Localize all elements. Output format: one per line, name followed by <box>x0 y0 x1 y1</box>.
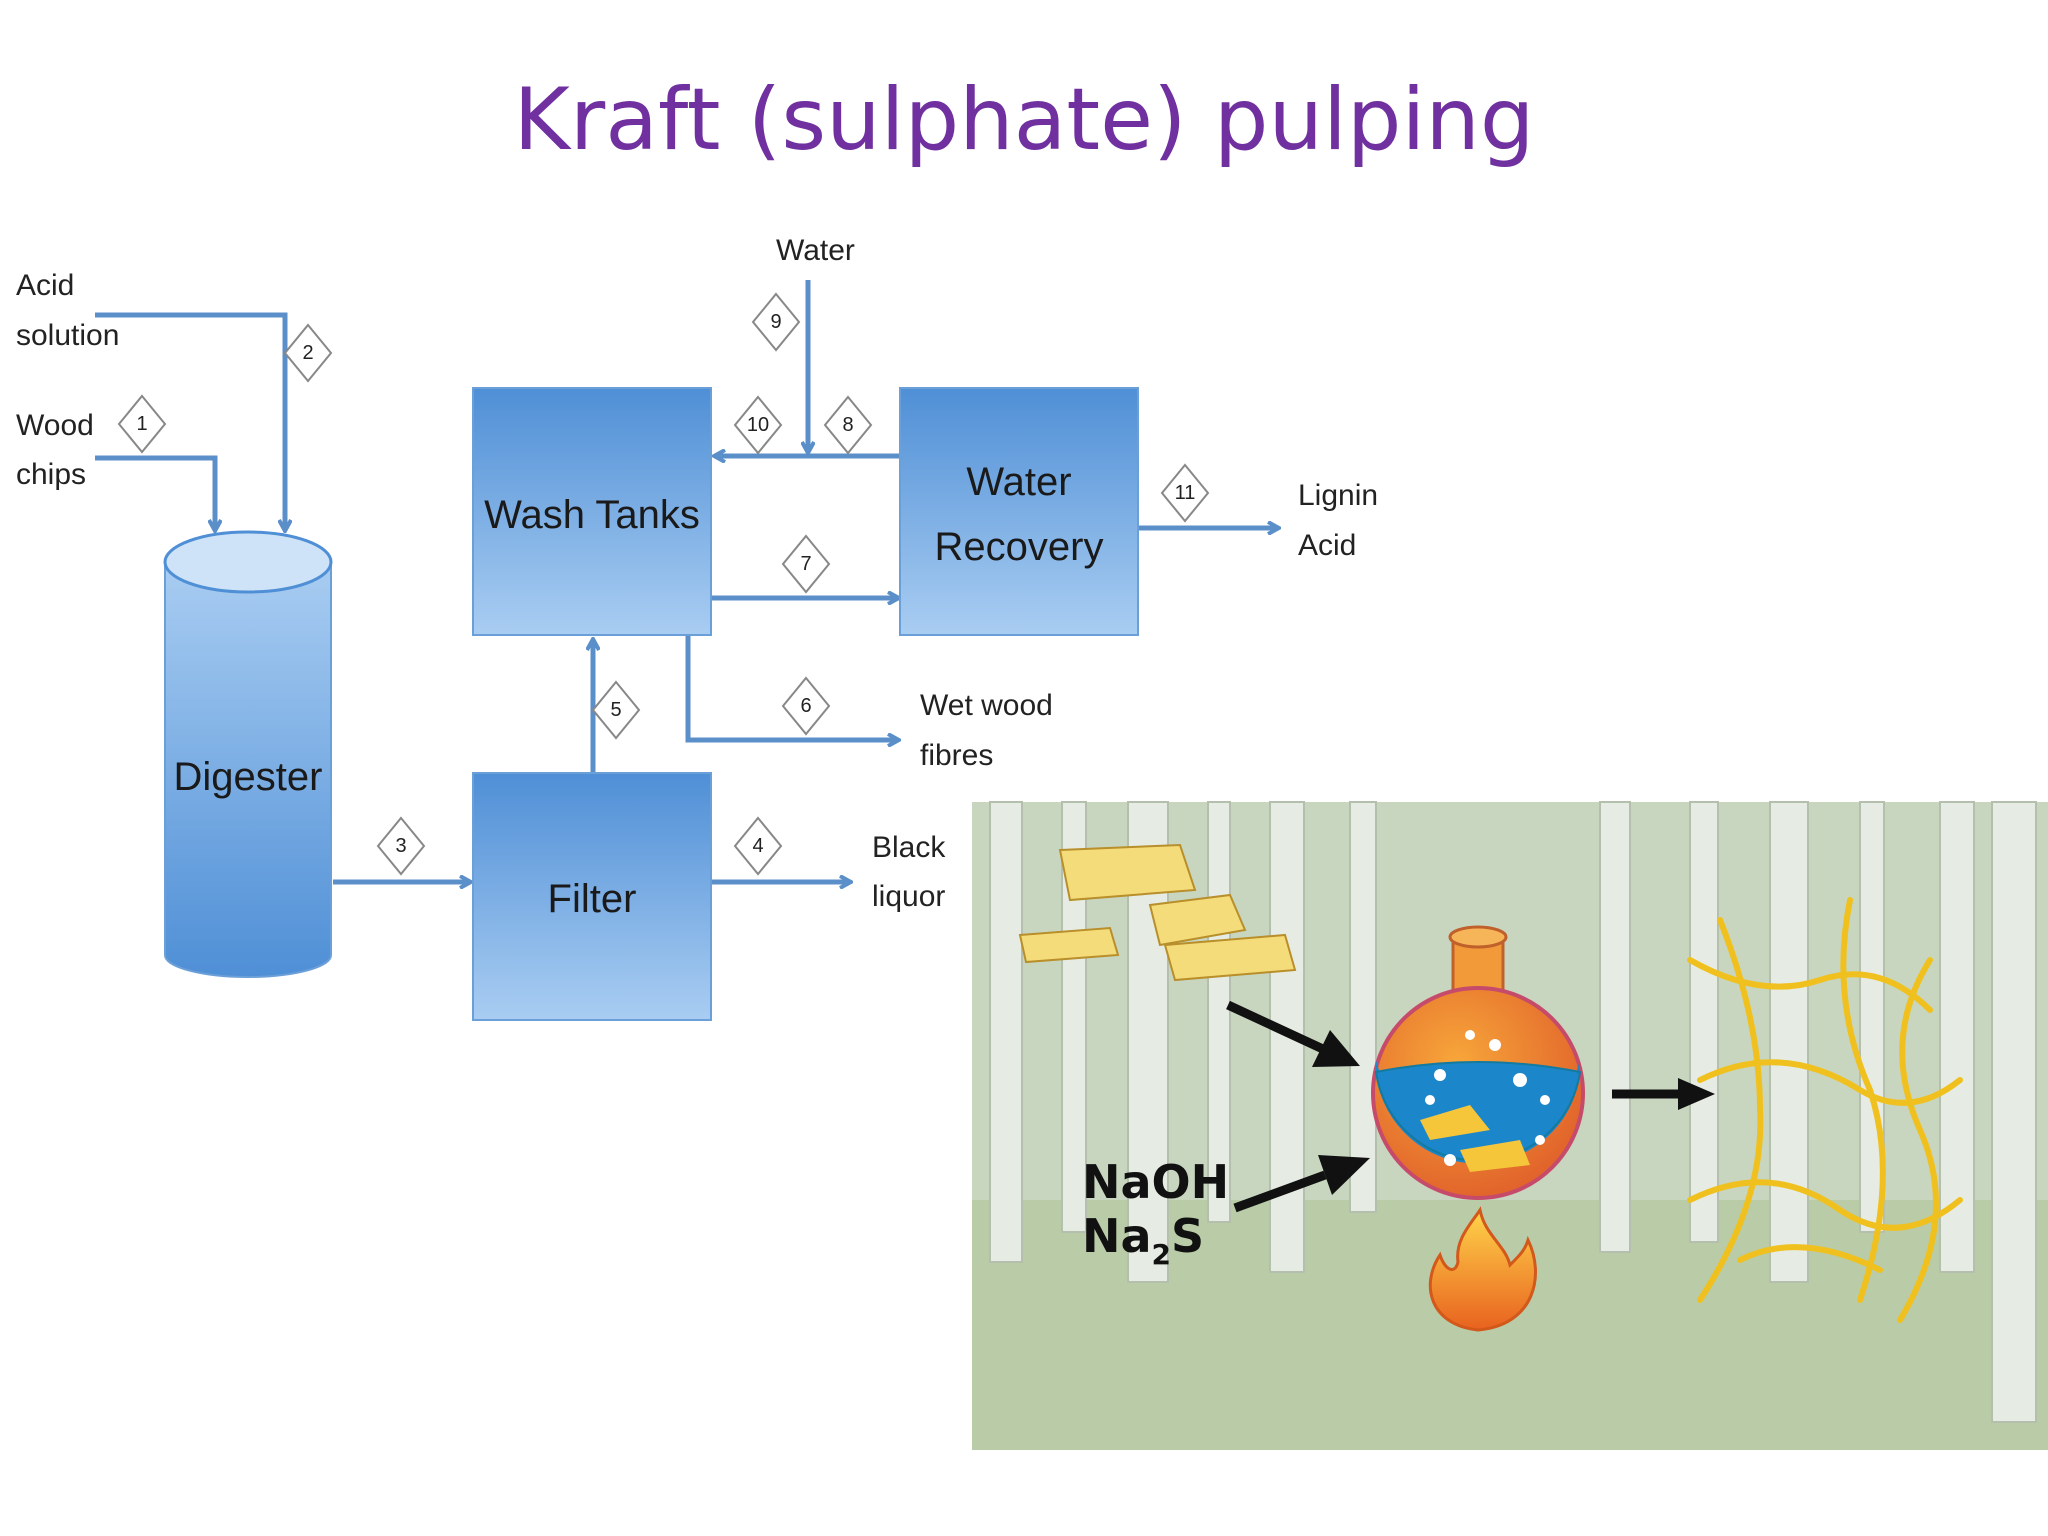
acid-solution-label-2: solution <box>16 319 119 352</box>
svg-text:8: 8 <box>842 414 853 436</box>
wood-chips-icon <box>1018 843 1297 982</box>
digester-label: Digester <box>174 755 323 799</box>
naoh-label: NaOH <box>1082 1155 1229 1209</box>
water-recovery-label-1: Water <box>966 460 1071 504</box>
wood-chips-label-1: Wood <box>16 409 94 442</box>
filter-label: Filter <box>548 877 637 921</box>
svg-text:7: 7 <box>800 553 811 575</box>
wash-tanks-box: Wash Tanks <box>472 387 712 636</box>
black-arrows <box>1226 1000 1715 1213</box>
stream-marker-1: 1 <box>117 394 167 454</box>
svg-text:2: 2 <box>302 342 313 364</box>
svg-text:10: 10 <box>747 414 769 436</box>
black-liquor-label-2: liquor <box>872 880 945 913</box>
svg-text:6: 6 <box>800 695 811 717</box>
stream-marker-9: 9 <box>751 292 801 352</box>
stream-1-line <box>95 455 215 530</box>
flow-lines <box>95 280 1278 882</box>
stream-marker-3: 3 <box>376 816 426 876</box>
stream-marker-11: 11 <box>1160 463 1210 523</box>
water-input-label: Water <box>776 234 855 267</box>
svg-text:4: 4 <box>752 835 763 857</box>
stream-6-line <box>685 636 898 740</box>
stream-2-line <box>95 312 285 530</box>
stream-marker-4: 4 <box>733 816 783 876</box>
wood-chips-label-2: chips <box>16 458 86 491</box>
stream-marker-2: 2 <box>283 323 333 383</box>
lignin-label-2: Acid <box>1298 529 1356 562</box>
kraft-process-illustration: NaOH Na2S <box>972 801 2048 1450</box>
svg-text:1: 1 <box>136 413 147 435</box>
svg-text:5: 5 <box>610 699 621 721</box>
acid-solution-label-1: Acid <box>16 269 74 302</box>
black-liquor-label-1: Black <box>872 831 946 864</box>
stream-markers: 1 2 3 4 5 6 7 8 <box>117 292 1210 876</box>
na2s-label: Na2S <box>1082 1209 1204 1271</box>
digester-tank: Digester <box>163 530 333 978</box>
wet-wood-fibres-label-2: fibres <box>920 739 993 772</box>
wash-tanks-label: Wash Tanks <box>484 493 700 537</box>
lignin-label-1: Lignin <box>1298 479 1378 512</box>
filter-box: Filter <box>472 772 712 1021</box>
reaction-flask-icon <box>1371 925 1585 1200</box>
stream-marker-7: 7 <box>781 534 831 594</box>
slide-title: Kraft (sulphate) pulping <box>513 70 1535 170</box>
stream-marker-6: 6 <box>781 676 831 736</box>
stream-marker-10: 10 <box>733 395 783 455</box>
water-recovery-label-2: Recovery <box>935 525 1104 569</box>
water-recovery-box: Water Recovery <box>899 387 1139 636</box>
fibres-icon <box>1687 897 1963 1323</box>
wet-wood-fibres-label-1: Wet wood <box>920 689 1053 722</box>
stream-marker-5: 5 <box>591 680 641 740</box>
stream-marker-8: 8 <box>823 395 873 455</box>
flame-icon <box>1428 1206 1537 1332</box>
svg-text:3: 3 <box>395 835 406 857</box>
svg-text:9: 9 <box>770 311 781 333</box>
svg-text:11: 11 <box>1175 482 1196 504</box>
